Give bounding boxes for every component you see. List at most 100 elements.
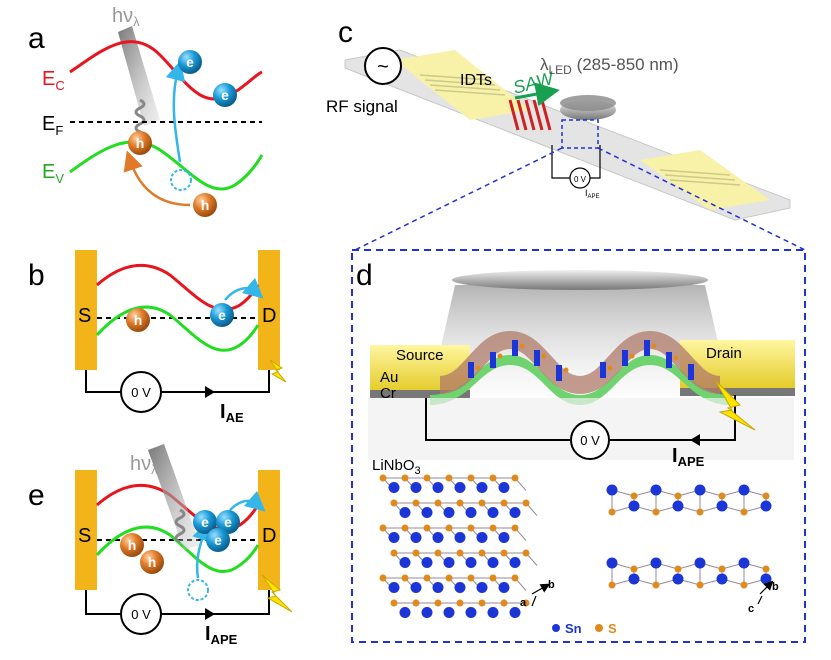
- atom-legend: Sn S: [552, 621, 617, 636]
- voltmeter-b: [120, 371, 162, 413]
- light-beam: [430, 285, 730, 395]
- hole-a2: h: [193, 193, 217, 217]
- idt-fingers: [419, 74, 741, 186]
- axis-cb: c b: [748, 580, 779, 615]
- current-arrow-e: [205, 608, 215, 620]
- current-arrow-b: [205, 386, 215, 398]
- panel-e: e S D hνλ e e e h h 0 V IAPE: [28, 444, 293, 647]
- electron-e1: e: [193, 510, 217, 534]
- current-arrow-d: [690, 434, 700, 446]
- led-label: λLED (285-850 nm): [540, 55, 679, 77]
- zoom-box: [561, 119, 599, 149]
- idt-left: [395, 50, 530, 120]
- svg-text:h: h: [128, 537, 137, 553]
- voltage-label-b: 0 V: [131, 385, 151, 400]
- svg-text:~: ~: [377, 56, 389, 78]
- source-pad-label: Source: [396, 347, 444, 364]
- lightning-icon-d: [714, 379, 756, 431]
- electron-drift-arrow: [224, 277, 264, 301]
- empty-state-icon-e: [187, 579, 209, 601]
- idts-label: IDTs: [460, 72, 492, 89]
- svg-text:h: h: [148, 554, 157, 570]
- photon-label-e: hνλ: [130, 453, 158, 477]
- electron-drift-arrow-e: [229, 490, 266, 512]
- electron-e2: e: [216, 510, 240, 534]
- zoom-line-right: [597, 147, 806, 251]
- ev-label: EV: [42, 161, 64, 186]
- electron-a2: e: [213, 83, 237, 107]
- s-legend-label: S: [608, 621, 617, 636]
- drain-pad-label: Drain: [706, 345, 742, 362]
- photon-wave-icon-e: [174, 508, 186, 544]
- drain-label: D: [262, 305, 276, 327]
- photon-beam: [118, 26, 160, 126]
- voltmeter-e: [120, 593, 162, 635]
- crystal-side-view-1: [606, 484, 772, 516]
- svg-text:e: e: [224, 514, 232, 530]
- electron-e3: e: [206, 528, 230, 552]
- panel-c: c SAW IDTs ~ RF signal λLED (285-850 nm): [326, 16, 806, 251]
- panel-c-letter: c: [338, 16, 353, 49]
- excitation-arrow-e: [192, 520, 212, 579]
- drain-label-e: D: [262, 525, 276, 547]
- source-electrode-e: [75, 470, 97, 590]
- circuit-wire-e: [85, 590, 120, 615]
- lightning-icon: [269, 359, 287, 383]
- voltage-label-e: 0 V: [131, 607, 151, 622]
- current-label-e: IAPE: [205, 623, 238, 647]
- valence-band-e: [95, 525, 260, 573]
- svg-text:b: b: [548, 579, 555, 591]
- flake-atoms: [468, 340, 694, 381]
- au-label: Au: [380, 369, 398, 386]
- voltmeter-d: [570, 420, 610, 460]
- idt-right: [640, 150, 770, 210]
- panel-b: b S D e h 0 V IAE: [28, 250, 287, 425]
- hole-e1: h: [120, 533, 144, 557]
- ef-label: EF: [42, 113, 63, 138]
- current-label-b: IAE: [220, 401, 244, 425]
- svg-text:e: e: [221, 87, 229, 103]
- rf-label: RF signal: [326, 97, 398, 116]
- panel-d-letter: d: [356, 259, 373, 292]
- source-label: S: [78, 305, 91, 327]
- voltage-label-d: 0 V: [580, 433, 600, 448]
- source-electrode: [75, 250, 97, 370]
- valence-band: [69, 140, 264, 191]
- current-label-c: IAPE: [585, 188, 600, 200]
- electron-b: e: [210, 303, 234, 327]
- circuit-wire-b: [85, 370, 120, 393]
- svg-text:e: e: [218, 307, 226, 323]
- svg-text:b: b: [772, 581, 779, 593]
- current-label-d: IAPE: [672, 445, 705, 469]
- circuit-wire-d: [425, 398, 570, 441]
- empty-state-icon: [170, 169, 192, 191]
- panel-e-letter: e: [28, 479, 45, 512]
- source-label-e: S: [78, 525, 91, 547]
- photon-label: hνλ: [112, 5, 140, 29]
- svg-text:h: h: [134, 312, 143, 328]
- s-legend-icon: [595, 624, 603, 632]
- saw-arrow: [514, 82, 560, 106]
- svg-text:e: e: [214, 532, 222, 548]
- panel-a: a hνλ EC EF EV e e h h: [28, 5, 264, 217]
- valence-band-b: [95, 305, 260, 352]
- cr-label: Cr: [380, 385, 396, 402]
- panel-a-letter: a: [28, 22, 45, 55]
- hole-b: h: [126, 308, 150, 332]
- crystal-top-view: [379, 474, 538, 618]
- svg-text:a: a: [520, 597, 527, 609]
- panel-d-frame: [351, 249, 806, 643]
- flake-layer: [438, 330, 722, 395]
- substrate-label: LiNbO3: [372, 457, 421, 477]
- electron-a1: e: [178, 50, 202, 74]
- voltage-label-c: 0 V: [574, 175, 587, 184]
- svg-text:c: c: [748, 603, 754, 615]
- voltmeter-c: [569, 167, 591, 189]
- photon-beam-e: [148, 444, 200, 550]
- ec-label: EC: [42, 68, 65, 93]
- sn-legend-label: Sn: [565, 621, 582, 636]
- panel-b-letter: b: [28, 259, 45, 292]
- lightning-icon-e: [261, 574, 293, 613]
- svg-text:e: e: [186, 54, 194, 70]
